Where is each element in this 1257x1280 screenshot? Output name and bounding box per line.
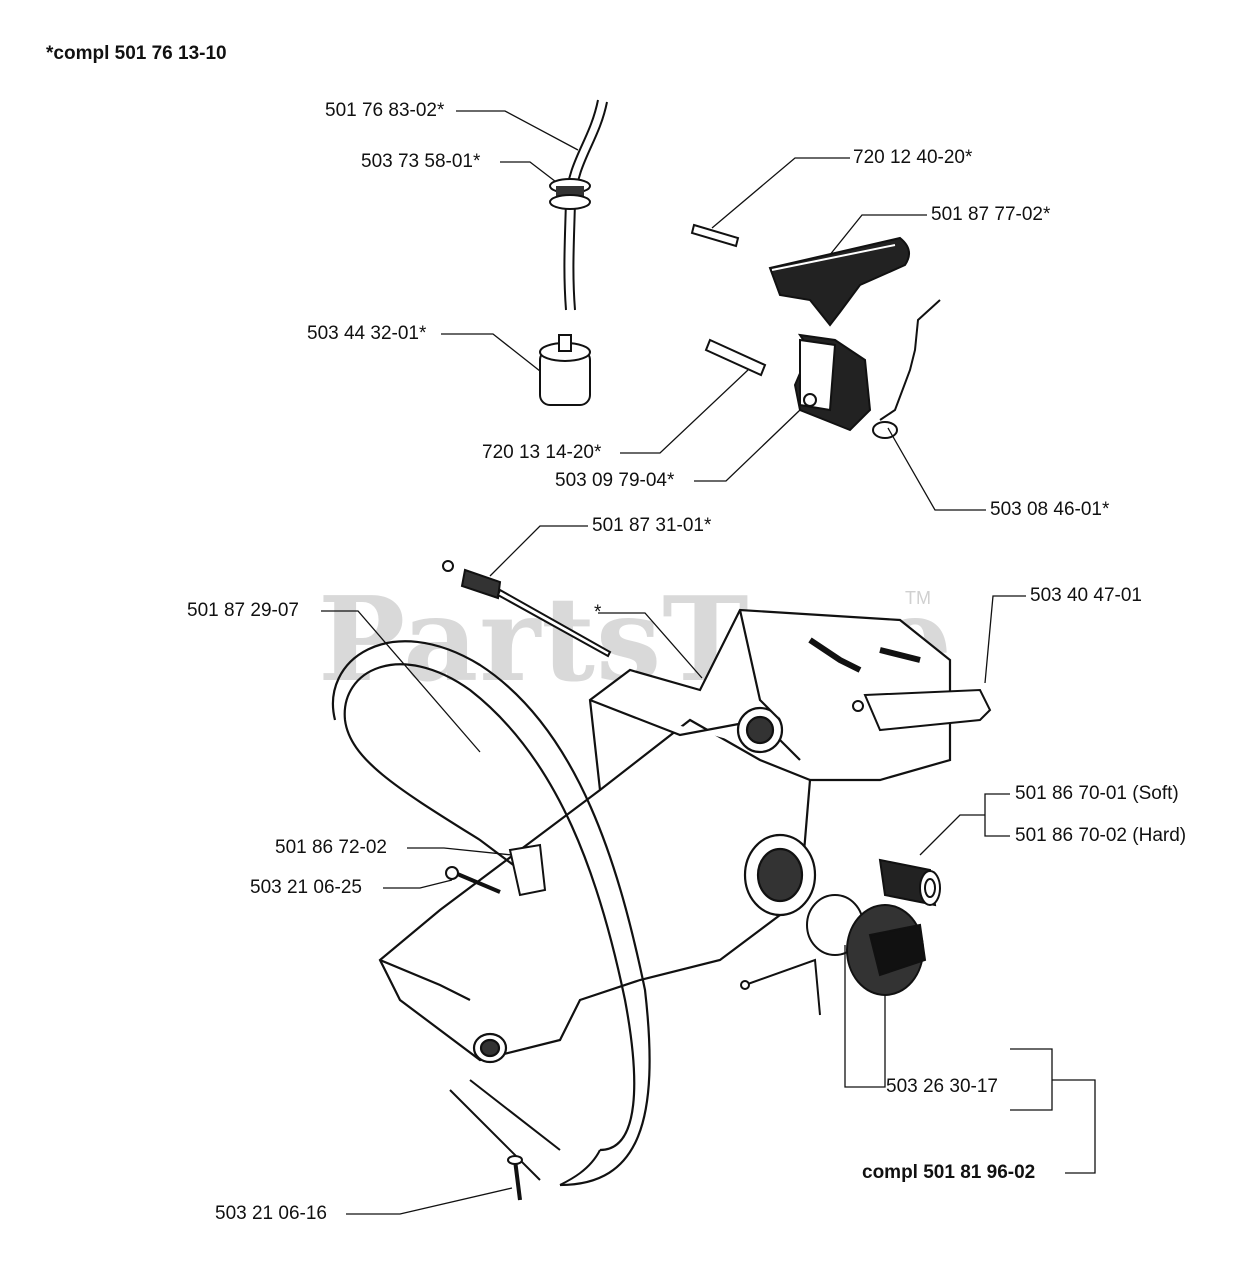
fuel-filter-drawing xyxy=(539,334,591,406)
pins-drawing xyxy=(690,223,767,377)
asterisk-note: * xyxy=(594,602,602,623)
leader-handle xyxy=(321,610,481,753)
leader-screw-upper xyxy=(383,879,453,889)
part-label-front-handle[interactable]: 501 87 29-07 xyxy=(187,600,299,621)
leader-oring xyxy=(844,945,886,1088)
part-label-fuel-hose[interactable]: 501 76 83-02* xyxy=(325,100,445,121)
part-label-rear-handle[interactable]: 503 40 47-01 xyxy=(1030,585,1142,606)
part-label-pin-lower[interactable]: 720 13 14-20* xyxy=(482,442,602,463)
part-label-throttle-lockout[interactable]: 503 09 79-04* xyxy=(555,470,675,491)
leader-buffers xyxy=(919,793,1010,856)
leader-spring xyxy=(887,427,986,511)
part-label-buffer-soft[interactable]: 501 86 70-01 (Soft) xyxy=(1015,783,1179,804)
part-label-grommet[interactable]: 503 73 58-01* xyxy=(361,151,481,172)
front-handle-drawing xyxy=(332,640,651,1187)
buffer-drawing xyxy=(878,858,941,907)
part-label-spring[interactable]: 503 08 46-01* xyxy=(990,499,1110,520)
part-label-screw-lower[interactable]: 503 21 06-16 xyxy=(215,1203,327,1224)
crankcase-drawing xyxy=(378,608,952,1064)
rear-trigger-drawing xyxy=(852,688,992,732)
grommet-drawing xyxy=(549,178,591,210)
oil-cap-drawing xyxy=(740,894,927,1016)
part-label-throttle-trigger[interactable]: 501 87 77-02* xyxy=(931,204,1051,225)
spring-drawing xyxy=(872,299,941,439)
group-label: compl 501 81 96-02 xyxy=(862,1162,1036,1183)
leader-pin-upper xyxy=(711,157,850,229)
leader-fuel-hose xyxy=(456,110,579,151)
part-label-fuel-filter[interactable]: 503 44 32-01* xyxy=(307,323,427,344)
leader-rear xyxy=(984,595,1026,684)
leader-rod xyxy=(489,525,588,577)
leader-group xyxy=(1010,1048,1096,1174)
leader-screw-lower xyxy=(346,1187,513,1215)
watermark-trademark: TM xyxy=(905,588,931,608)
leader-grommet xyxy=(500,161,561,186)
part-label-throttle-rod[interactable]: 501 87 31-01* xyxy=(592,515,712,536)
leader-bracket xyxy=(407,847,513,856)
part-label-pin-upper[interactable]: 720 12 40-20* xyxy=(853,147,973,168)
part-label-oring[interactable]: 503 26 30-17 xyxy=(886,1076,998,1097)
part-label-bracket[interactable]: 501 86 72-02 xyxy=(275,837,387,858)
part-label-screw-upper[interactable]: 503 21 06-25 xyxy=(250,877,362,898)
assembly-label: *compl 501 76 13-10 xyxy=(46,43,227,64)
part-label-buffer-hard[interactable]: 501 86 70-02 (Hard) xyxy=(1015,825,1187,846)
bracket-screws-drawing xyxy=(445,843,547,1201)
throttle-rod-drawing xyxy=(442,560,612,658)
leader-lockout xyxy=(694,409,801,482)
leader-filter xyxy=(441,333,546,376)
leader-asterisk xyxy=(598,612,703,679)
leader-pin-lower xyxy=(620,369,749,454)
trigger-drawing xyxy=(768,236,910,327)
lockout-drawing xyxy=(793,333,872,432)
